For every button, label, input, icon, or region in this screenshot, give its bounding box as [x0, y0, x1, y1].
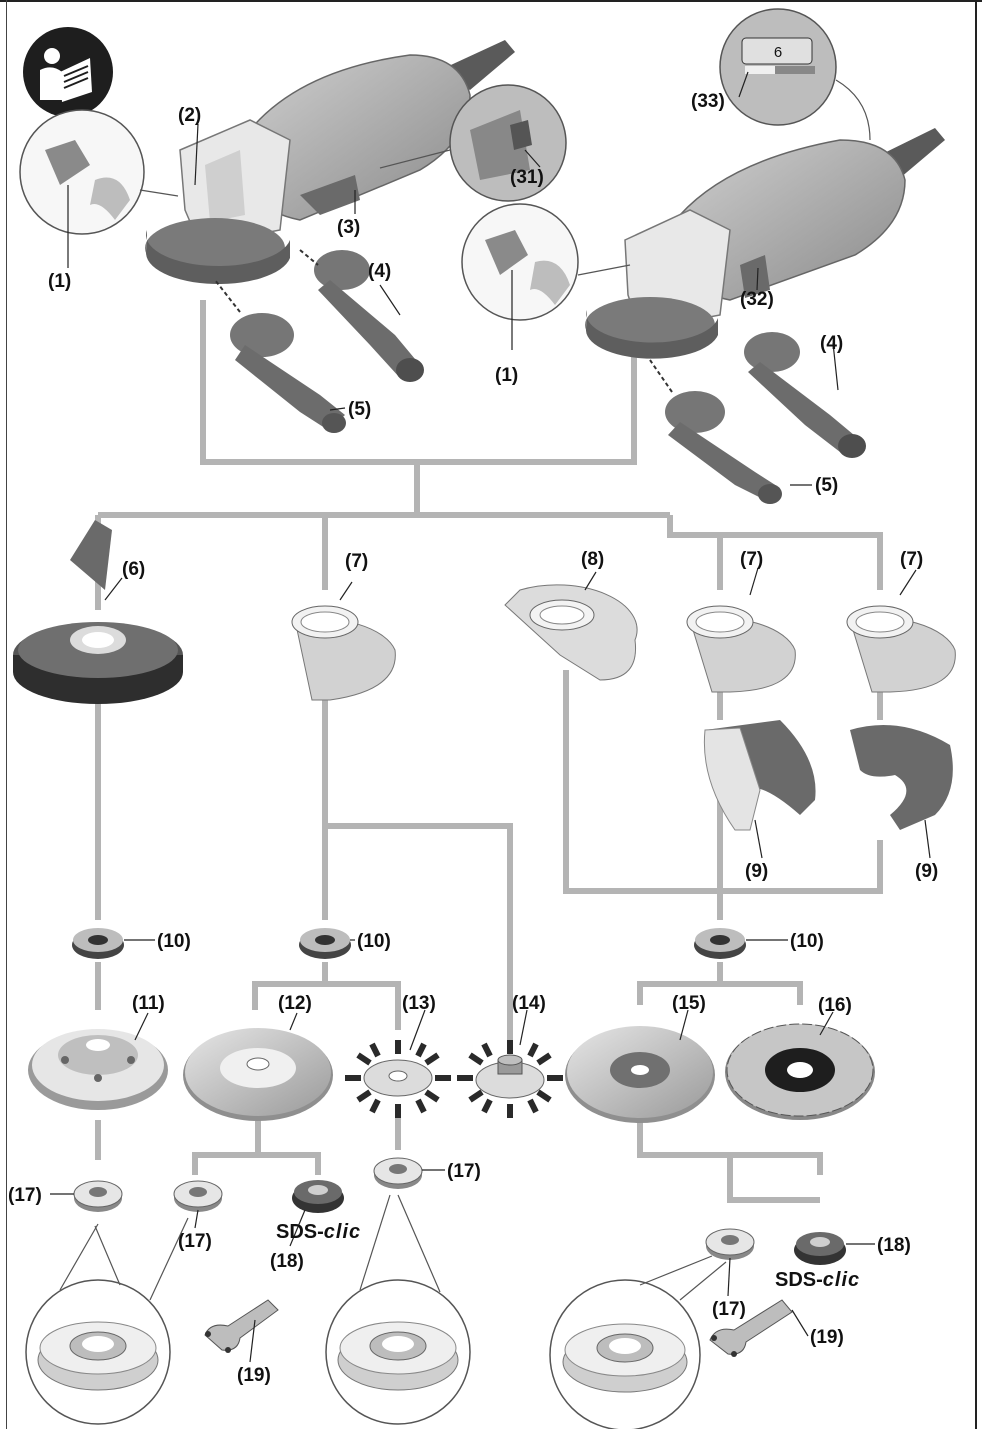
label-18a: (18) [270, 1251, 304, 1272]
cup-wire-brush-threaded [457, 1040, 563, 1118]
label-8: (8) [581, 549, 605, 570]
auxiliary-handle-right-lower [649, 359, 782, 504]
label-10b: (10) [357, 931, 391, 952]
mounting-flange-10c [694, 928, 746, 959]
label-9b: (9) [915, 861, 939, 882]
label-2: (2) [178, 105, 202, 126]
label-17c: (17) [447, 1161, 481, 1182]
angle-grinder-right [585, 128, 945, 359]
cutting-guard [504, 584, 638, 681]
cup-wire-brush [345, 1040, 451, 1118]
cutting-guard-cover-9b [850, 725, 953, 830]
detail-circle-nut-middle [325, 1194, 471, 1425]
frame-left [6, 0, 7, 1429]
extraction-guard [13, 520, 183, 704]
label-17a: (17) [8, 1185, 42, 1206]
label-1a: (1) [48, 271, 72, 292]
speed-dial-value: 6 [774, 44, 782, 61]
label-3: (3) [337, 217, 361, 238]
label-4a: (4) [368, 261, 392, 282]
detail-circle-nut-left [25, 1217, 189, 1425]
sds-clic-logo-a: SDS-clic [276, 1221, 362, 1243]
two-pin-spanner-19a [204, 1299, 279, 1353]
label-14: (14) [512, 993, 546, 1014]
frame-right [975, 0, 977, 1429]
detail-circle-lock-button-left [19, 109, 179, 235]
label-9a: (9) [745, 861, 769, 882]
detail-circle-switch-left [379, 84, 567, 202]
label-5b: (5) [815, 475, 839, 496]
detail-circle-speed-dial-right: 6 [719, 8, 871, 141]
mounting-flange-10a [72, 928, 124, 959]
cutting-guard-cover-9a [703, 720, 816, 831]
clamping-nut-17b [173, 1180, 223, 1212]
read-manual-icon [23, 27, 113, 117]
cup-wheel [28, 1029, 168, 1110]
auxiliary-handle-right-upper [744, 332, 866, 458]
frame-top [0, 0, 982, 2]
quick-clamping-nut-18b [794, 1232, 846, 1265]
label-19b: (19) [810, 1327, 844, 1348]
label-6: (6) [122, 559, 146, 580]
clamping-nut-17c [373, 1157, 423, 1189]
label-10c: (10) [790, 931, 824, 952]
label-31: (31) [510, 167, 544, 188]
mounting-flange-10b [299, 928, 351, 959]
clamping-nut-17a [73, 1180, 123, 1212]
label-17d: (17) [712, 1299, 746, 1320]
label-7a: (7) [345, 551, 369, 572]
protective-guard-7b [686, 605, 796, 693]
detail-circle-lock-button-right [461, 203, 631, 321]
protective-guard-7c [846, 605, 956, 693]
label-15: (15) [672, 993, 706, 1014]
auxiliary-handle-left-upper [299, 249, 424, 382]
diamond-cutting-disc [725, 1023, 875, 1120]
label-33: (33) [691, 91, 725, 112]
label-7c: (7) [900, 549, 924, 570]
label-32: (32) [740, 289, 774, 310]
detail-circle-nut-right [549, 1255, 727, 1429]
label-1b: (1) [495, 365, 519, 386]
label-17b: (17) [178, 1231, 212, 1252]
clamping-nut-17d [705, 1228, 755, 1260]
quick-clamping-nut-18a [292, 1180, 344, 1213]
sds-clic-logo-b: SDS-clic [775, 1269, 861, 1291]
label-4b: (4) [820, 333, 844, 354]
label-5a: (5) [348, 399, 372, 420]
label-16: (16) [818, 995, 852, 1016]
label-18b: (18) [877, 1235, 911, 1256]
auxiliary-handle-left-lower [214, 279, 346, 433]
connector-lines [95, 300, 883, 1203]
label-7b: (7) [740, 549, 764, 570]
label-13: (13) [402, 993, 436, 1014]
leader-lines [50, 71, 931, 1363]
angle-grinder-left [145, 40, 515, 285]
grinding-disc [183, 1028, 333, 1121]
cutting-disc [565, 1026, 715, 1123]
label-11: (11) [132, 993, 165, 1014]
label-19a: (19) [237, 1365, 271, 1386]
label-12: (12) [278, 993, 312, 1014]
protective-guard-7a [291, 605, 396, 701]
label-10a: (10) [157, 931, 191, 952]
two-pin-spanner-19b [709, 1299, 793, 1357]
